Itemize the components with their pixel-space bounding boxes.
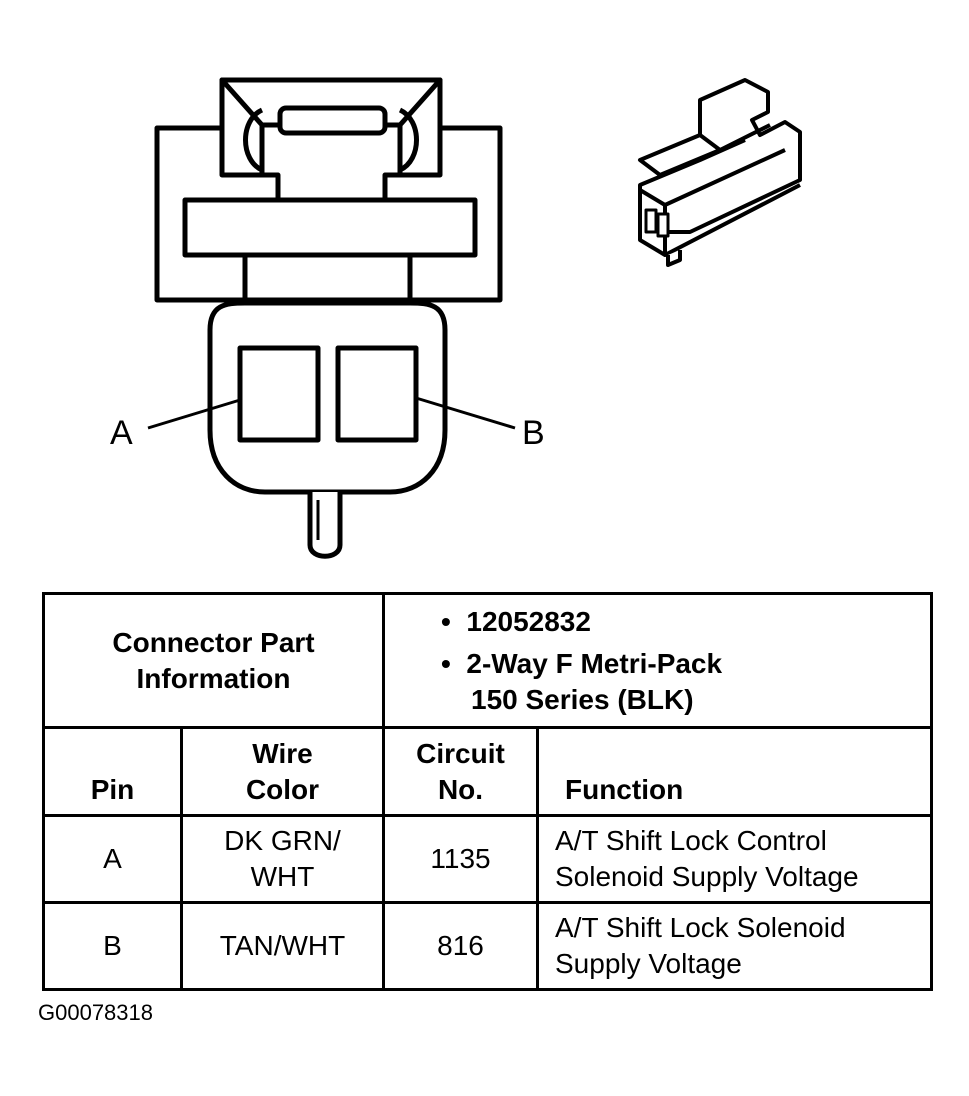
row-b-function: A/T Shift Lock Solenoid Supply Voltage xyxy=(536,901,933,991)
column-header-row: Pin Wire Color Circuit No. Function xyxy=(42,726,933,817)
row-b-circuit: 816 xyxy=(382,901,539,991)
part-info-value: • 12052832 • 2-Way F Metri-Pack 150 Seri… xyxy=(382,592,933,729)
table-row: A DK GRN/ WHT 1135 A/T Shift Lock Contro… xyxy=(42,814,933,904)
header-pin: Pin xyxy=(42,726,183,817)
row-a-function: A/T Shift Lock Control Solenoid Supply V… xyxy=(536,814,933,904)
part-number: 12052832 xyxy=(466,605,591,637)
pin-b-label: B xyxy=(522,414,545,452)
row-a-wire-color: DK GRN/ WHT xyxy=(180,814,385,904)
part-description-line2: 150 Series (BLK) xyxy=(471,683,694,715)
bullet-icon: • xyxy=(441,647,451,679)
connector-isometric-view xyxy=(638,78,802,267)
header-function: Function xyxy=(536,726,933,817)
bullet-icon: • xyxy=(441,605,451,637)
part-description: 2-Way F Metri-Pack xyxy=(466,647,723,679)
part-info-row: Connector Part Information • 12052832 • … xyxy=(42,592,933,729)
header-wire-color: Wire Color xyxy=(180,726,385,817)
connector-face-diagram xyxy=(147,77,802,559)
table-row: B TAN/WHT 816 A/T Shift Lock Solenoid Su… xyxy=(42,901,933,991)
connector-key xyxy=(307,492,343,559)
pin-a-label: A xyxy=(110,414,133,452)
connector-info-table: Connector Part Information • 12052832 • … xyxy=(42,592,933,991)
connector-band xyxy=(182,197,478,258)
header-circuit-no: Circuit No. xyxy=(382,726,539,817)
latch-bar xyxy=(277,105,388,136)
figure-id: G00078318 xyxy=(38,1000,153,1025)
pin-a-leader xyxy=(147,398,241,430)
part-info-label: Connector Part Information xyxy=(42,592,385,729)
pin-b-cavity xyxy=(335,345,419,443)
row-a-circuit: 1135 xyxy=(382,814,539,904)
row-b-pin: B xyxy=(42,901,183,991)
pin-b-leader xyxy=(415,396,516,430)
row-b-wire-color: TAN/WHT xyxy=(180,901,385,991)
row-a-pin: A xyxy=(42,814,183,904)
pin-a-cavity xyxy=(237,345,321,443)
